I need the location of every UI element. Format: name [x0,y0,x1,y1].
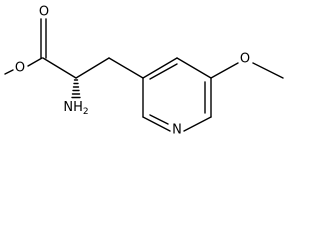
bond-methyl-ester-oxygen [4,69,14,75]
atom-label-methoxy-oxygen: O [240,52,250,67]
atom-label-amine: NH2 [63,100,88,117]
bond-ch2-ring [108,57,144,79]
amine-subscript: 2 [83,107,89,117]
atom-label-carbonyl-oxygen: O [39,5,49,20]
ring-bond-c6-n [183,116,212,132]
ring-bond-c3-c4 [142,57,178,79]
ring-double-c3-c4 [149,63,178,80]
bond-carbonyl-alpha [42,57,77,79]
atom-label-ring-nitrogen: N [172,123,182,137]
stereo-hash-wedge [71,79,81,99]
atom-label-ester-oxygen: O [15,61,25,76]
bond-ring-methoxy-oxygen [210,62,239,79]
structure-drawing: O O NH2 N O [4,5,284,137]
molecule-canvas: O O NH2 N O [4,5,284,137]
bond-methoxy-oxygen-methyl [252,62,284,79]
ring-bond-n-c2 [142,116,171,132]
bond-ester-oxygen-carbonyl [27,57,43,67]
amine-main-text: NH [63,100,83,115]
bond-alpha-ch2 [75,57,110,79]
ring-bond-c4-c5 [176,57,212,79]
ring-double-n-c2 [149,114,169,125]
